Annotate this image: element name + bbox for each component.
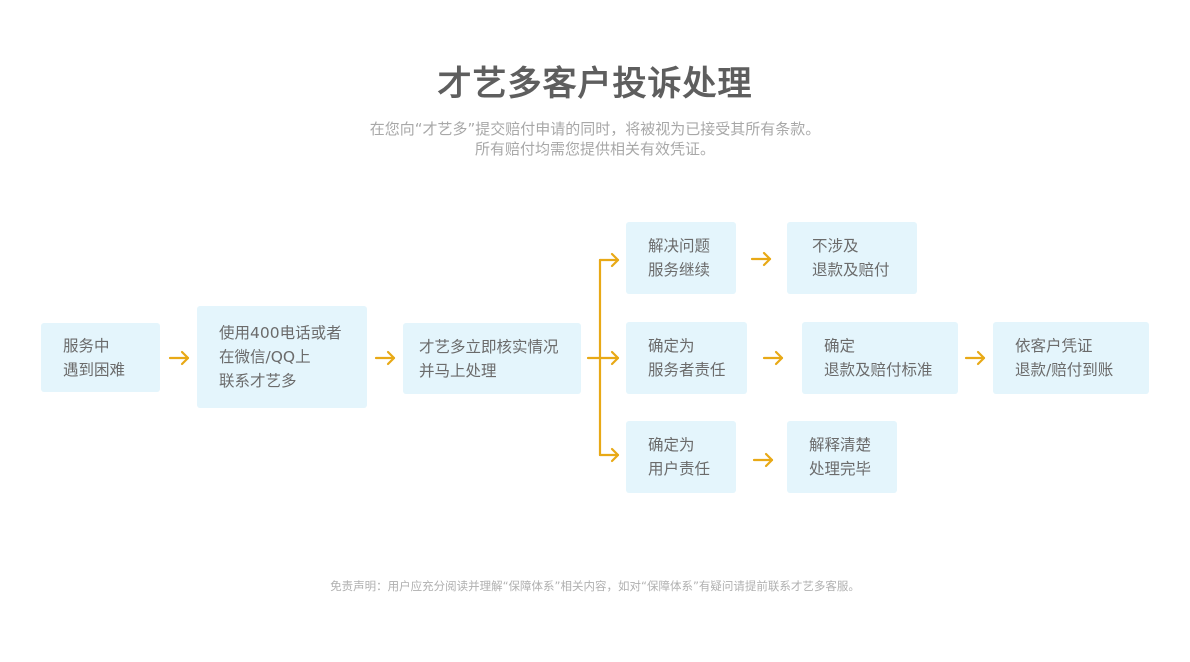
box-no-refund: 不涉及 退款及赔付 [787, 222, 917, 294]
box-user-fault: 确定为 用户责任 [626, 421, 736, 493]
box-user-fault-line-1: 确定为 [648, 436, 695, 454]
arrow-standard-to-payout [964, 350, 986, 366]
box-payout-line-1: 依客户凭证 [1015, 337, 1093, 355]
box-payout: 依客户凭证 退款/赔付到账 [993, 322, 1149, 394]
box-verify-line-2: 并马上处理 [419, 361, 497, 380]
subtitle: 在您向“才艺多”提交赔付申请的同时，将被视为已接受其所有条款。 所有赔付均需您提… [0, 119, 1190, 159]
arrow-provider-to-standard [762, 350, 784, 366]
box-refund-standard-line-2: 退款及赔付标准 [824, 361, 933, 379]
box-explain-line-2: 处理完毕 [809, 460, 872, 478]
box-resolved-line-1: 解决问题 [648, 237, 711, 255]
subtitle-line-2: 所有赔付均需您提供相关有效凭证。 [474, 140, 715, 158]
box-payout-line-2: 退款/赔付到账 [1015, 361, 1114, 379]
box-explain: 解释清楚 处理完毕 [787, 421, 897, 493]
box-start-line-1: 服务中 [63, 336, 110, 355]
page-title: 才艺多客户投诉处理 [437, 64, 753, 104]
box-refund-standard-line-1: 确定 [824, 337, 856, 355]
box-refund-standard: 确定 退款及赔付标准 [802, 322, 958, 394]
box-provider-fault-line-1: 确定为 [648, 337, 695, 355]
subtitle-line-1: 在您向“才艺多”提交赔付申请的同时，将被视为已接受其所有条款。 [369, 120, 821, 138]
box-explain-line-1: 解释清楚 [809, 436, 872, 454]
box-contact-line-2: 在微信/QQ上 [219, 348, 311, 366]
box-provider-fault-line-2: 服务者责任 [648, 361, 726, 379]
box-resolved-line-2: 服务继续 [648, 261, 711, 279]
box-start: 服务中 遇到困难 [41, 323, 160, 392]
box-contact-line-3: 联系才艺多 [219, 372, 297, 390]
box-start-line-2: 遇到困难 [63, 360, 126, 379]
branch-connector [586, 252, 620, 463]
box-user-fault-line-2: 用户责任 [648, 460, 711, 478]
arrow-contact-to-verify [374, 350, 396, 366]
arrow-resolved-to-no-refund [750, 251, 772, 267]
box-no-refund-line-2: 退款及赔付 [812, 261, 890, 279]
box-contact-line-1: 使用400电话或者 [219, 324, 342, 342]
disclaimer: 免责声明：用户应充分阅读并理解“保障体系”相关内容，如对“保障体系”有疑问请提前… [330, 579, 860, 593]
box-verify: 才艺多立即核实情况 并马上处理 [403, 323, 581, 394]
arrow-start-to-contact [168, 350, 190, 366]
box-contact: 使用400电话或者 在微信/QQ上 联系才艺多 [197, 306, 367, 408]
box-verify-line-1: 才艺多立即核实情况 [419, 337, 559, 356]
box-provider-fault: 确定为 服务者责任 [626, 322, 747, 394]
box-no-refund-line-1: 不涉及 [812, 237, 859, 255]
box-resolved: 解决问题 服务继续 [626, 222, 736, 294]
arrow-user-to-explain [752, 452, 774, 468]
